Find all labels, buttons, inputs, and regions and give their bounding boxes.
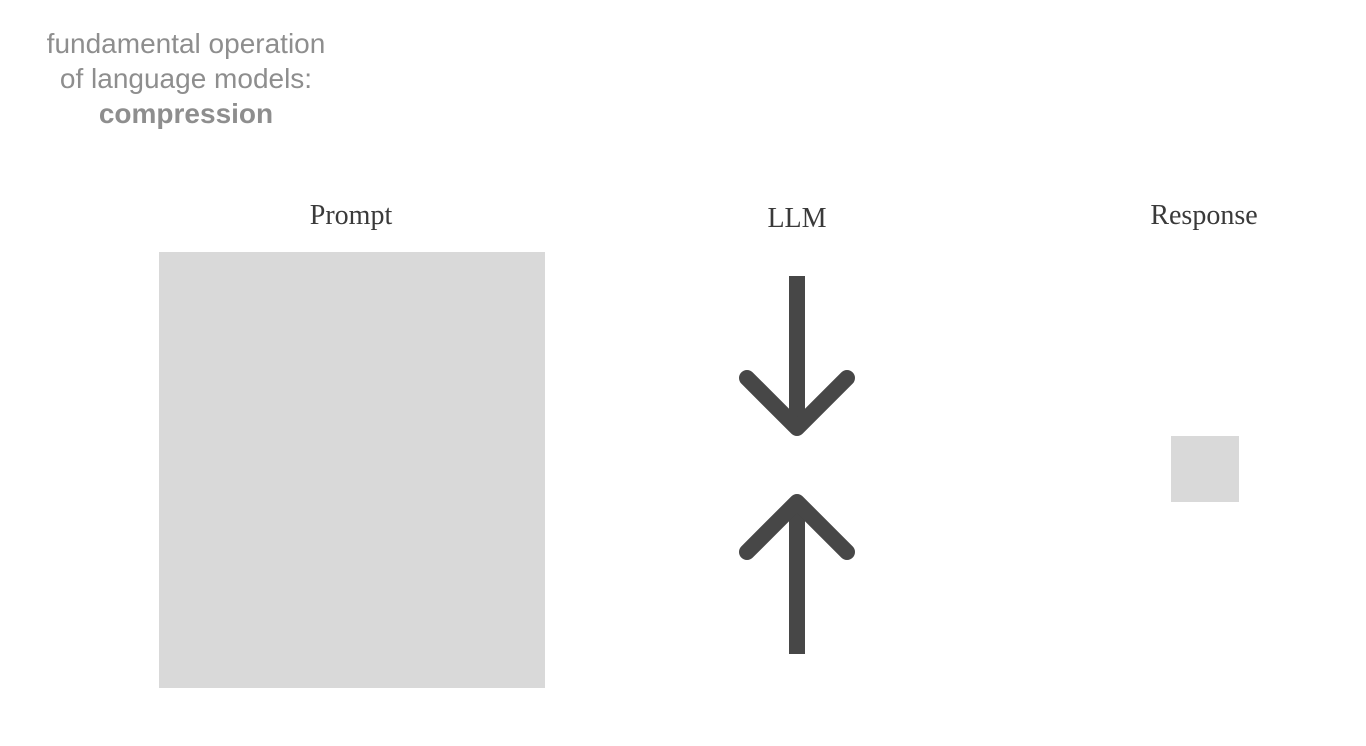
arrow-up-icon bbox=[739, 494, 855, 654]
subtitle-line-1: fundamental operation bbox=[46, 28, 326, 59]
prompt-label: Prompt bbox=[309, 200, 393, 231]
subtitle: fundamental operation of language models… bbox=[0, 26, 372, 131]
subtitle-keyword: compression bbox=[98, 98, 274, 129]
llm-label: LLM bbox=[767, 203, 827, 234]
arrow-down-icon bbox=[739, 276, 855, 436]
response-block bbox=[1171, 436, 1239, 502]
compression-arrows bbox=[739, 276, 855, 654]
subtitle-line-2: of language models: bbox=[59, 63, 313, 94]
response-label: Response bbox=[1150, 200, 1258, 231]
prompt-block bbox=[159, 252, 545, 688]
